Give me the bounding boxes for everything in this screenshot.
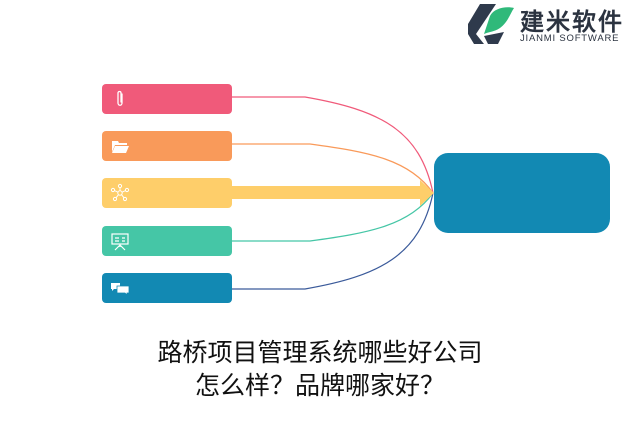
logo-name-english: JIANMI SOFTWARE [520, 33, 620, 44]
chat-bubbles-icon [111, 283, 130, 296]
jianmi-logo: 建米软件 JIANMI SOFTWARE [466, 2, 638, 46]
title-line-2: 怎么样？品牌哪家好？ [194, 371, 445, 400]
source-box-attachment [102, 84, 232, 114]
target-box [434, 153, 610, 233]
title-line-1: 路桥项目管理系统哪些好公司 [157, 338, 483, 367]
jianmi-logo-mark-icon [468, 4, 514, 44]
source-box-folder [102, 131, 232, 161]
source-box-network [102, 178, 232, 208]
presentation-board-icon [111, 233, 129, 251]
source-box-presentation [102, 226, 232, 256]
folder-icon [112, 141, 129, 153]
paperclip-icon [117, 90, 123, 106]
page-title: 路桥项目管理系统哪些好公司 怎么样？品牌哪家好？ [0, 336, 640, 402]
arrow-network [230, 180, 434, 206]
connector-presentation [232, 192, 434, 242]
connector-chat [232, 192, 434, 290]
logo-name-chinese: 建米软件 [520, 8, 624, 36]
connector-attachment [232, 96, 434, 194]
source-box-chat [102, 273, 232, 303]
connector-folder [232, 143, 434, 194]
network-nodes-icon [110, 183, 130, 202]
